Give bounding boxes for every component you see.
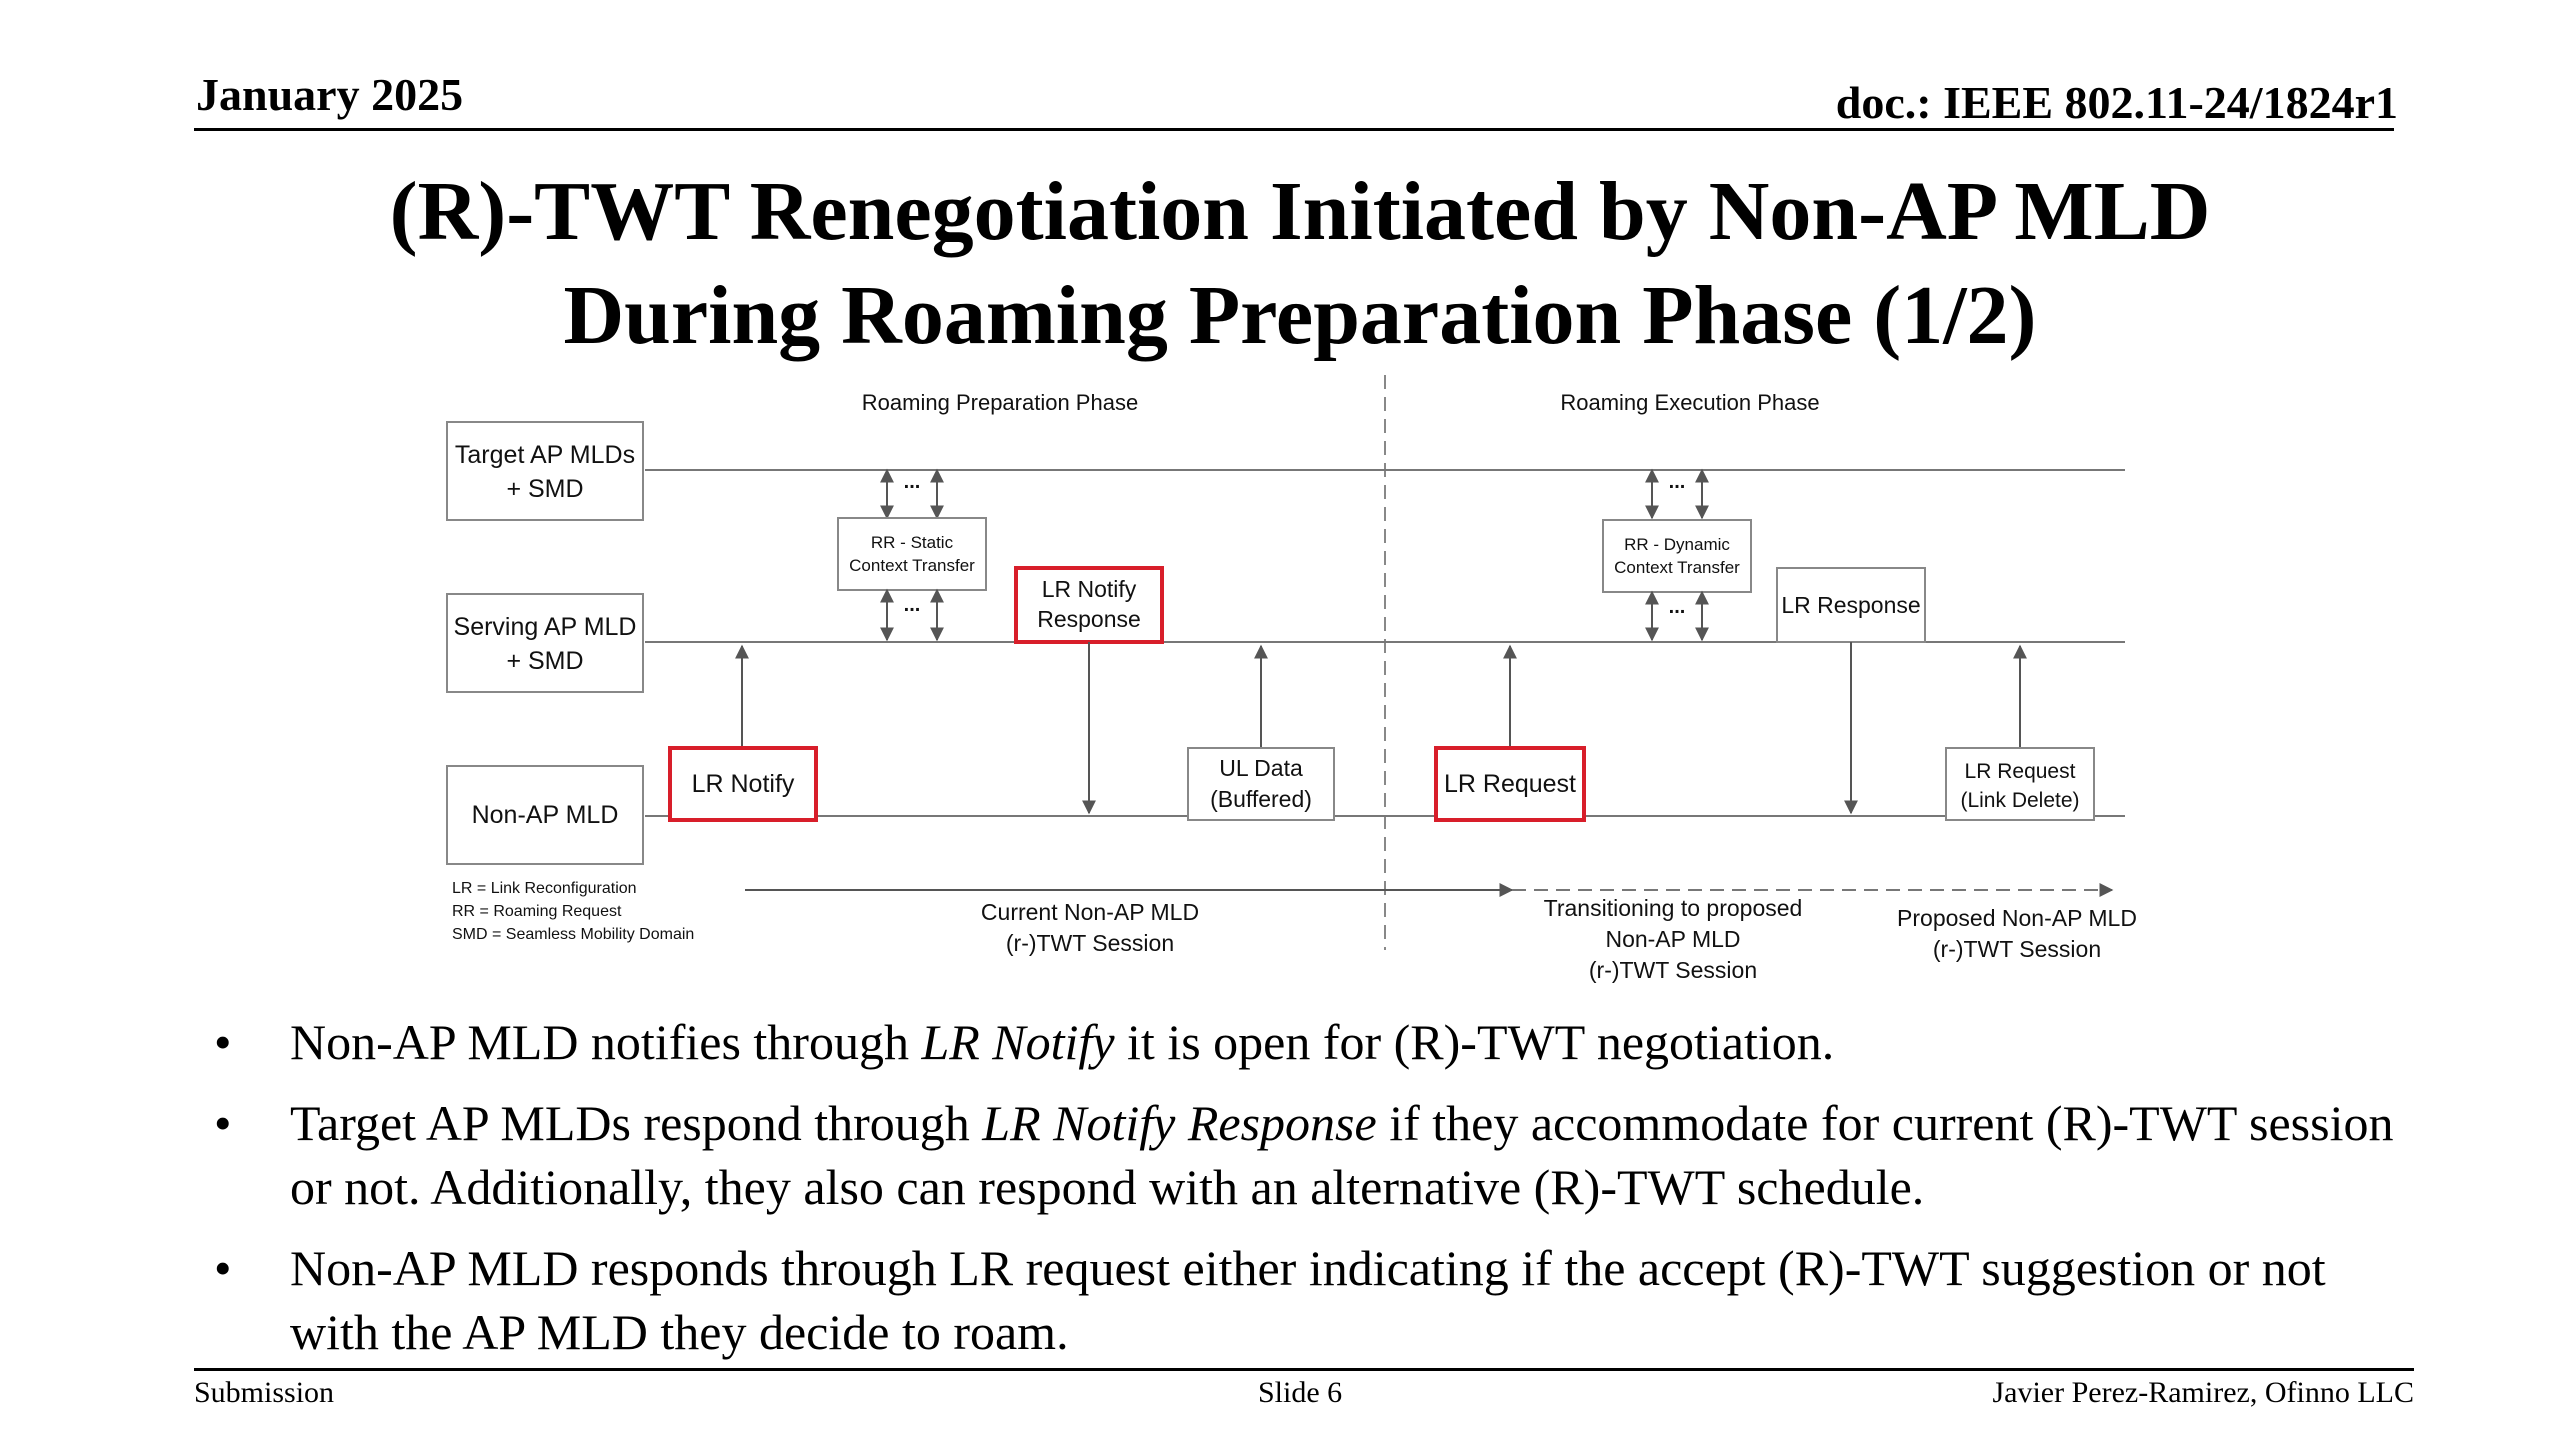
ul-data-line2: (Buffered) — [1210, 786, 1312, 812]
bullet-text-em: LR Notify Response — [982, 1095, 1377, 1151]
session-current-line2: (r-)TWT Session — [1006, 930, 1174, 956]
box-rr-dynamic-context-transfer: RR - Dynamic Context Transfer — [1602, 519, 1752, 593]
lr-response-label: LR Response — [1781, 592, 1920, 618]
roaming-sequence-diagram: Roaming Preparation Phase Roaming Execut… — [446, 375, 2137, 983]
bullet-symbol: • — [214, 1095, 232, 1151]
bullet-text-pre: Target AP MLDs respond through — [290, 1095, 983, 1151]
footer-submission: Submission — [194, 1376, 335, 1409]
box-lr-request-link-delete: LR Request (Link Delete) — [1945, 747, 2095, 821]
session-current-line1: Current Non-AP MLD — [981, 899, 1199, 925]
entity-nonap-label: Non-AP MLD — [472, 801, 619, 829]
legend-lr: LR = Link Reconfiguration — [452, 880, 637, 897]
lr-notify-label: LR Notify — [692, 770, 795, 798]
entity-target-ap-mlds: Target AP MLDs + SMD — [446, 421, 644, 521]
bullet-item: • Non-AP MLD responds through LR request… — [214, 1236, 2394, 1364]
phase-label-execution: Roaming Execution Phase — [1560, 390, 1819, 415]
session-transition-line2: Non-AP MLD — [1605, 926, 1740, 952]
rr-static-line2: Context Transfer — [849, 556, 975, 575]
session-transition-line3: (r-)TWT Session — [1589, 957, 1757, 983]
entity-serving-line2: + SMD — [506, 647, 583, 675]
bullet-symbol: • — [214, 1240, 232, 1296]
footer-slide-number: Slide 6 — [1258, 1376, 1343, 1409]
footer-author: Javier Perez-Ramirez, Ofinno LLC — [1992, 1376, 2414, 1409]
slide-title: (R)-TWT Renegotiation Initiated by Non-A… — [0, 160, 2560, 368]
footer-rule — [194, 1368, 2414, 1371]
legend-rr: RR = Roaming Request — [452, 903, 622, 920]
header-date: January 2025 — [196, 69, 464, 120]
slide-title-line-2: During Roaming Preparation Phase (1/2) — [563, 269, 2037, 362]
bullet-list: • Non-AP MLD notifies through LR Notify … — [214, 1010, 2394, 1381]
phase-label-preparation: Roaming Preparation Phase — [862, 390, 1138, 415]
bullet-text-post: if they accommodate for current (R)-TWT … — [290, 1095, 2394, 1215]
bullet-text-post: it is open for (R)-TWT negotiation. — [1114, 1014, 1835, 1070]
header-doc-id: doc.: IEEE 802.11-24/1824r1 — [1835, 77, 2398, 128]
entity-target-line1: Target AP MLDs — [455, 441, 635, 469]
rr-dynamic-line2: Context Transfer — [1614, 558, 1740, 577]
slide-title-line-1: (R)-TWT Renegotiation Initiated by Non-A… — [389, 165, 2211, 258]
box-lr-notify-response: LR Notify Response — [1014, 566, 1164, 644]
bullet-item: • Target AP MLDs respond through LR Noti… — [214, 1091, 2394, 1219]
bullet-symbol: • — [214, 1014, 232, 1070]
bullet-text-pre: Non-AP MLD notifies through — [290, 1014, 922, 1070]
lr-request-delete-line1: LR Request — [1965, 760, 2076, 783]
box-rr-static-context-transfer: RR - Static Context Transfer — [837, 517, 987, 591]
lr-request-delete-line2: (Link Delete) — [1960, 789, 2079, 812]
bullet-item: • Non-AP MLD notifies through LR Notify … — [214, 1010, 2394, 1074]
session-proposed-line1: Proposed Non-AP MLD — [1897, 905, 2137, 931]
box-ul-data-buffered: UL Data (Buffered) — [1187, 747, 1335, 821]
rr-dynamic-ellipsis-top: ... — [1669, 471, 1686, 493]
rr-dynamic-line1: RR - Dynamic — [1624, 535, 1730, 554]
entity-serving-ap-mld: Serving AP MLD + SMD — [446, 593, 644, 693]
entity-target-line2: + SMD — [506, 475, 583, 503]
lr-request-label: LR Request — [1444, 770, 1576, 798]
bullet-text-pre: Non-AP MLD responds through LR request e… — [290, 1240, 2326, 1360]
rr-static-line1: RR - Static — [871, 533, 954, 552]
ul-data-line1: UL Data — [1219, 755, 1303, 781]
box-lr-notify: LR Notify — [668, 746, 818, 822]
session-proposed-line2: (r-)TWT Session — [1933, 936, 2101, 962]
legend-smd: SMD = Seamless Mobility Domain — [452, 926, 694, 943]
header-rule — [194, 128, 2394, 131]
rr-static-ellipsis-bottom: ... — [904, 594, 921, 616]
box-lr-request: LR Request — [1434, 746, 1586, 822]
rr-static-ellipsis-top: ... — [904, 471, 921, 493]
session-transition-line1: Transitioning to proposed — [1544, 895, 1803, 921]
bullet-text-em: LR Notify — [921, 1014, 1115, 1070]
lr-notify-response-line1: LR Notify — [1042, 576, 1137, 602]
box-lr-response: LR Response — [1776, 567, 1926, 643]
entity-non-ap-mld: Non-AP MLD — [446, 765, 644, 865]
entity-serving-line1: Serving AP MLD — [454, 613, 637, 641]
rr-dynamic-ellipsis-bottom: ... — [1669, 596, 1686, 618]
lr-notify-response-line2: Response — [1037, 606, 1141, 632]
